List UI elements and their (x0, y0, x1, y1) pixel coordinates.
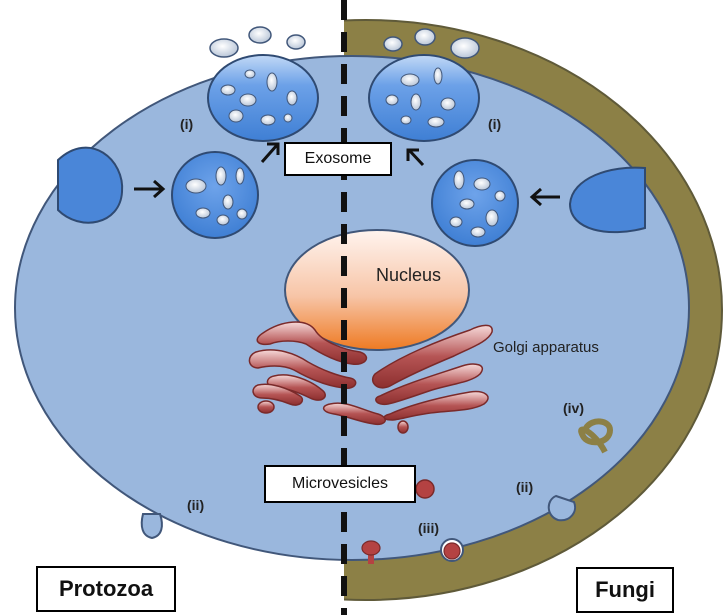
fusing-mvb-left (207, 54, 319, 142)
marker-i-left: (i) (180, 116, 194, 132)
wall-vesicle-iii (440, 538, 464, 562)
nucleus (284, 229, 470, 351)
membrane-bud-left (140, 513, 163, 540)
fungi-label: Fungi (576, 567, 674, 613)
arrow-icon-right-to-mvb (529, 187, 560, 207)
fusing-mvb-right (368, 54, 480, 142)
arrow-icon-mvb-up-right (406, 148, 425, 167)
marker-iii: (iii) (418, 520, 439, 536)
marker-ii-left: (ii) (187, 497, 205, 513)
mvb-right (431, 159, 519, 247)
microvesicles-label: Microvesicles (264, 465, 416, 503)
marker-ii-right: (ii) (516, 479, 534, 495)
released-exosomes-right (383, 28, 480, 59)
golgi-label: Golgi apparatus (493, 339, 599, 356)
arrow-icon-mvb-up-left (260, 142, 280, 163)
marker-iv: (iv) (563, 400, 584, 416)
endocytosis-bud-right (568, 166, 646, 234)
golgi-apparatus (248, 321, 493, 434)
wall-curl-iv (578, 418, 614, 454)
endocytosis-bud-left (57, 146, 124, 224)
protozoa-label: Protozoa (36, 566, 176, 612)
released-exosomes-left (209, 26, 306, 58)
nucleus-label: Nucleus (376, 265, 442, 285)
budding-vesicle-bottom (361, 540, 381, 564)
exosome-label: Exosome (284, 142, 392, 176)
arrow-icon-left-to-mvb (134, 179, 166, 199)
mvb-left (171, 151, 259, 239)
marker-i-right: (i) (488, 116, 502, 132)
microvesicle (415, 479, 435, 499)
cell-wall-bud-right (547, 494, 576, 522)
